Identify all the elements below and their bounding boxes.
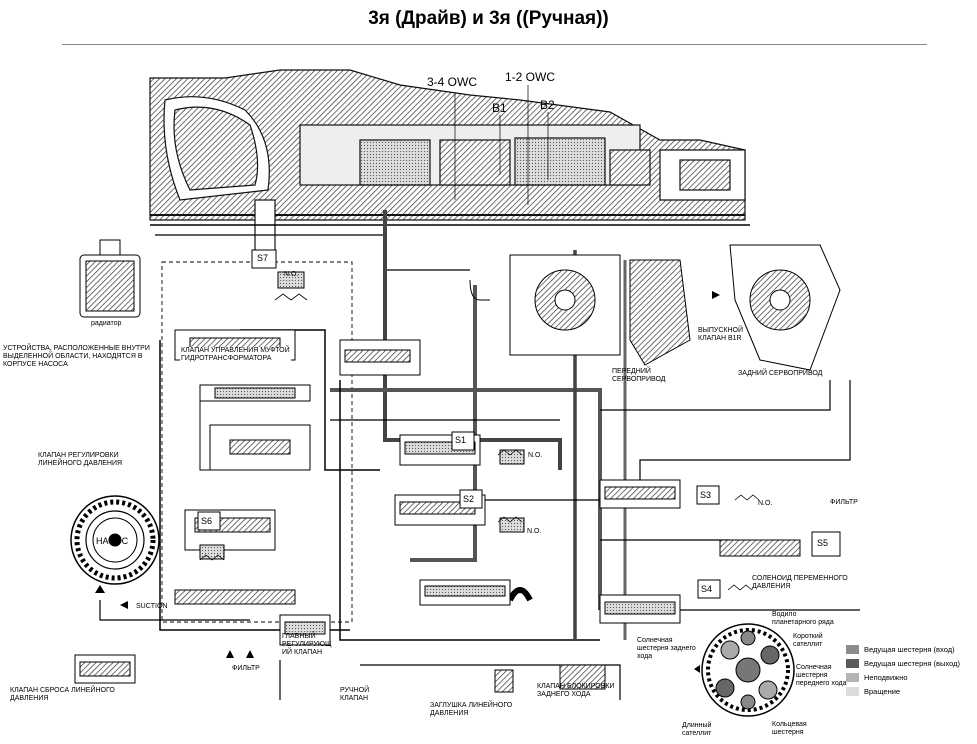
flow-arrows (95, 291, 720, 673)
diagram-title: 3я (Драйв) и 3я ((Ручная)) (368, 8, 609, 29)
legend-swatch (846, 672, 859, 682)
line-plug-label: ЗАГЛУШКА ЛИНЕЙНОГО ДАВЛЕНИЯ (430, 702, 513, 717)
solenoid-s7-label: S7 (257, 253, 269, 263)
owc-3-4-label: 3-4 OWC (427, 75, 478, 89)
legend-text: Ведущая шестерня (вход) (864, 644, 955, 654)
solenoid-s4-label: S4 (701, 584, 713, 594)
solenoids (197, 249, 841, 599)
long-satellite-label: Длинный сателлит (682, 722, 712, 737)
reverse-lock-valve-label: КЛАПАН БЛОКИРОВКИ ЗАДНЕГО ХОДА (537, 683, 615, 698)
b1-label: B1 (492, 101, 507, 115)
title-rule (62, 44, 927, 45)
solenoid-s3-label: S3 (700, 490, 712, 500)
sun-gear-reverse-label: Солнечная шестерня заднего хода (637, 637, 696, 660)
legend-swatch (846, 686, 859, 696)
pump-devices-note: УСТРОЙСТВА, РАСПОЛОЖЕННЫЕ ВНУТРИ ВЫДЕЛЕН… (3, 345, 150, 368)
transmission-housing (149, 69, 746, 261)
manual-valve-label: РУЧНОЙ КЛАПАН (340, 687, 370, 702)
exhaust-b1r-label: ВЫПУСКНОЙ КЛАПАН B1R (698, 327, 744, 342)
solenoid-s2-label: S2 (463, 494, 475, 504)
servos (509, 244, 841, 371)
pump-gear (70, 495, 160, 585)
planetary-gear-set (701, 623, 795, 717)
legend-text: Вращение (864, 686, 901, 696)
filter-right-label: ФИЛЬТР (830, 499, 858, 506)
front-servo-label: ПЕРЕДНИЙ СЕРВОПРИВОД (612, 368, 666, 383)
radiator (79, 239, 141, 318)
pump-label: НАСОС (96, 536, 129, 546)
radiator-label: радиатор (90, 320, 123, 328)
no-label-3: N.O. (527, 528, 542, 535)
legend-swatch (846, 644, 859, 654)
clutch-leaders (454, 85, 549, 205)
solenoid-s6-label: S6 (201, 516, 213, 526)
ring-gear-label: Кольцевая шестерня (772, 721, 807, 736)
filter-bottom-label: ФИЛЬТР (232, 665, 260, 672)
planet-carrier-label: Водило планетарного ряда (772, 611, 834, 626)
variable-solenoid-label: СОЛЕНОИД ПЕРЕМЕННОГО ДАВЛЕНИЯ (752, 575, 848, 590)
short-satellite-label: Короткий сателлит (793, 633, 823, 648)
solenoid-s5-label: S5 (817, 538, 829, 548)
legend-text: Неподвижно (864, 672, 908, 682)
main-reg-valve-label: ГЛАВНЫЙ РЕГУЛИРУЮЩ ИЙ КЛАПАН (282, 633, 332, 656)
no-label-4: N.O. (758, 500, 773, 507)
legend-item-fixed: Неподвижно (846, 670, 960, 684)
legend-item-output: Ведущая шестерня (выход) (846, 656, 960, 670)
tcc-valve-label: КЛАПАН УПРАВЛЕНИЯ МУФТОЙ ГИДРОТРАНСФОРМА… (180, 347, 291, 363)
connectors (199, 293, 760, 591)
legend-item-input: Ведущая шестерня (вход) (846, 642, 960, 656)
valves (74, 329, 801, 693)
sun-gear-forward-label: Солнечная шестерня переднего хода (796, 664, 847, 687)
owc-1-2-label: 1-2 OWC (505, 70, 556, 84)
b2-label: B2 (540, 98, 555, 112)
solenoid-s1-label: S1 (455, 435, 467, 445)
suction-label: SUCTION (136, 603, 168, 610)
legend: Ведущая шестерня (вход) Ведущая шестерня… (846, 642, 960, 698)
rear-servo-label: ЗАДНИЙ СЕРВОПРИВОД (738, 370, 823, 377)
legend-text: Ведущая шестерня (выход) (864, 658, 960, 668)
line-relief-valve-label: КЛАПАН СБРОСА ЛИНЕЙНОГО ДАВЛЕНИЯ (10, 687, 115, 702)
no-label-1: N.O. (284, 271, 299, 278)
no-label-2: N.O. (528, 452, 543, 459)
legend-item-rotation: Вращение (846, 684, 960, 698)
legend-swatch (846, 658, 859, 668)
line-pressure-reg-label: КЛАПАН РЕГУЛИРОВКИ ЛИНЕЙНОГО ДАВЛЕНИЯ (38, 452, 123, 467)
